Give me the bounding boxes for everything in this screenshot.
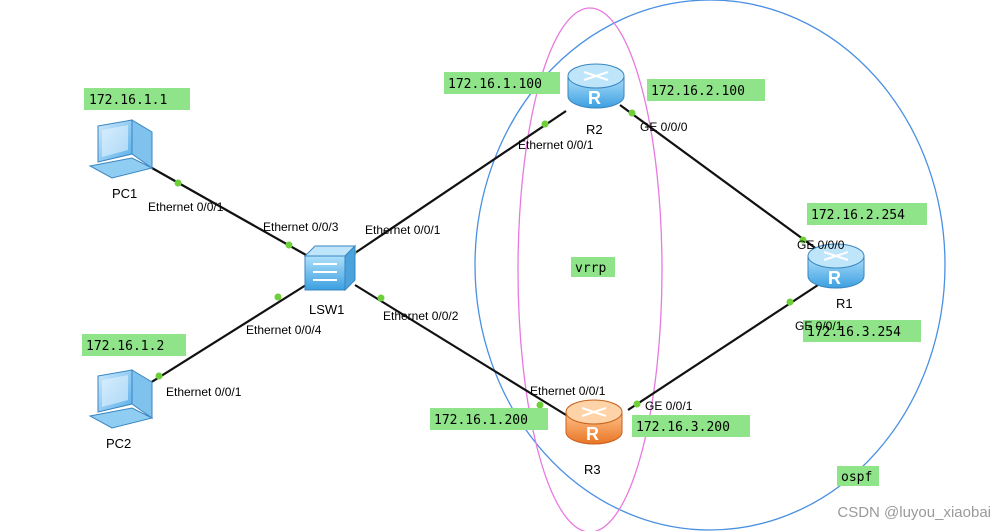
- vrrp-label: vrrp: [575, 261, 606, 276]
- router-icon: R: [807, 243, 865, 289]
- port-labels: Ethernet 0/0/1 Ethernet 0/0/1 Ethernet 0…: [148, 120, 845, 413]
- r2-ge-label: GE 0/0/0: [640, 120, 688, 134]
- link-lsw1-r3: [354, 284, 567, 416]
- pc1-port-label: Ethernet 0/0/1: [148, 200, 224, 214]
- r2-device[interactable]: R R2: [567, 63, 625, 137]
- ip-labels: 172.16.1.1 172.16.1.2 172.16.1.100 172.1…: [82, 72, 927, 437]
- port-dot: [155, 372, 163, 380]
- link-r2-r1: [619, 104, 819, 251]
- vrrp-area-ring: [517, 7, 663, 531]
- link-r3-r1: [627, 284, 819, 411]
- svg-text:R: R: [588, 88, 601, 108]
- pc2-ip-label: 172.16.1.2: [86, 339, 164, 354]
- pc2-port-label: Ethernet 0/0/1: [166, 385, 242, 399]
- r1-ge0-label: GE 0/0/0: [797, 238, 845, 252]
- r2-name: R2: [586, 122, 603, 137]
- r3-right-ip-label: 172.16.3.200: [636, 420, 730, 435]
- pc2-device[interactable]: PC2: [88, 369, 154, 451]
- pc1-device[interactable]: PC1: [88, 119, 154, 201]
- router-icon: R: [565, 399, 623, 445]
- lsw1-device[interactable]: LSW1: [303, 244, 357, 317]
- r1-name: R1: [836, 296, 853, 311]
- ospf-label: ospf: [841, 470, 872, 485]
- r1-device[interactable]: R R1: [807, 243, 865, 311]
- ospf-area-ring: [474, 0, 946, 531]
- r1-top-ip-label: 172.16.2.254: [811, 208, 905, 223]
- pc-icon: [88, 369, 154, 429]
- pc2-name: PC2: [106, 436, 131, 451]
- port-dot: [628, 109, 636, 117]
- r3-device[interactable]: R R3: [565, 399, 623, 477]
- lsw1-eth3-label: Ethernet 0/0/3: [263, 220, 339, 234]
- port-dot: [541, 120, 549, 128]
- link-lsw1-r2: [354, 110, 567, 254]
- lsw1-eth1-label: Ethernet 0/0/1: [365, 223, 441, 237]
- r2-left-ip-label: 172.16.1.100: [448, 77, 542, 92]
- lsw1-name: LSW1: [309, 302, 344, 317]
- lsw1-eth2-label: Ethernet 0/0/2: [383, 309, 459, 323]
- port-dot: [633, 400, 641, 408]
- r3-eth-label: Ethernet 0/0/1: [530, 384, 606, 398]
- port-dot: [274, 293, 282, 301]
- r2-eth-label: Ethernet 0/0/1: [518, 138, 594, 152]
- r3-left-ip-label: 172.16.1.200: [434, 413, 528, 428]
- link-pc2-lsw1: [149, 284, 307, 384]
- port-dot: [377, 294, 385, 302]
- port-dot: [786, 298, 794, 306]
- lsw1-eth4-label: Ethernet 0/0/4: [246, 323, 322, 337]
- r3-ge-label: GE 0/0/1: [645, 399, 693, 413]
- port-dot: [285, 241, 293, 249]
- port-dot: [536, 401, 544, 409]
- port-dot: [174, 179, 182, 187]
- r2-right-ip-label: 172.16.2.100: [651, 84, 745, 99]
- port-dot: [799, 236, 807, 244]
- r1-bottom-ip-label: 172.16.3.254: [807, 325, 901, 340]
- links: [149, 104, 819, 416]
- svg-text:R: R: [828, 268, 841, 288]
- pc-icon: [88, 119, 154, 179]
- router-icon: R: [567, 63, 625, 109]
- svg-text:R: R: [586, 424, 599, 444]
- pc1-name: PC1: [112, 186, 137, 201]
- watermark: CSDN @luyou_xiaobai: [837, 504, 991, 521]
- r1-ge1-label: GE 0/0/1: [795, 319, 843, 333]
- pc1-ip-label: 172.16.1.1: [89, 93, 167, 108]
- r3-name: R3: [584, 462, 601, 477]
- switch-icon: [303, 244, 357, 292]
